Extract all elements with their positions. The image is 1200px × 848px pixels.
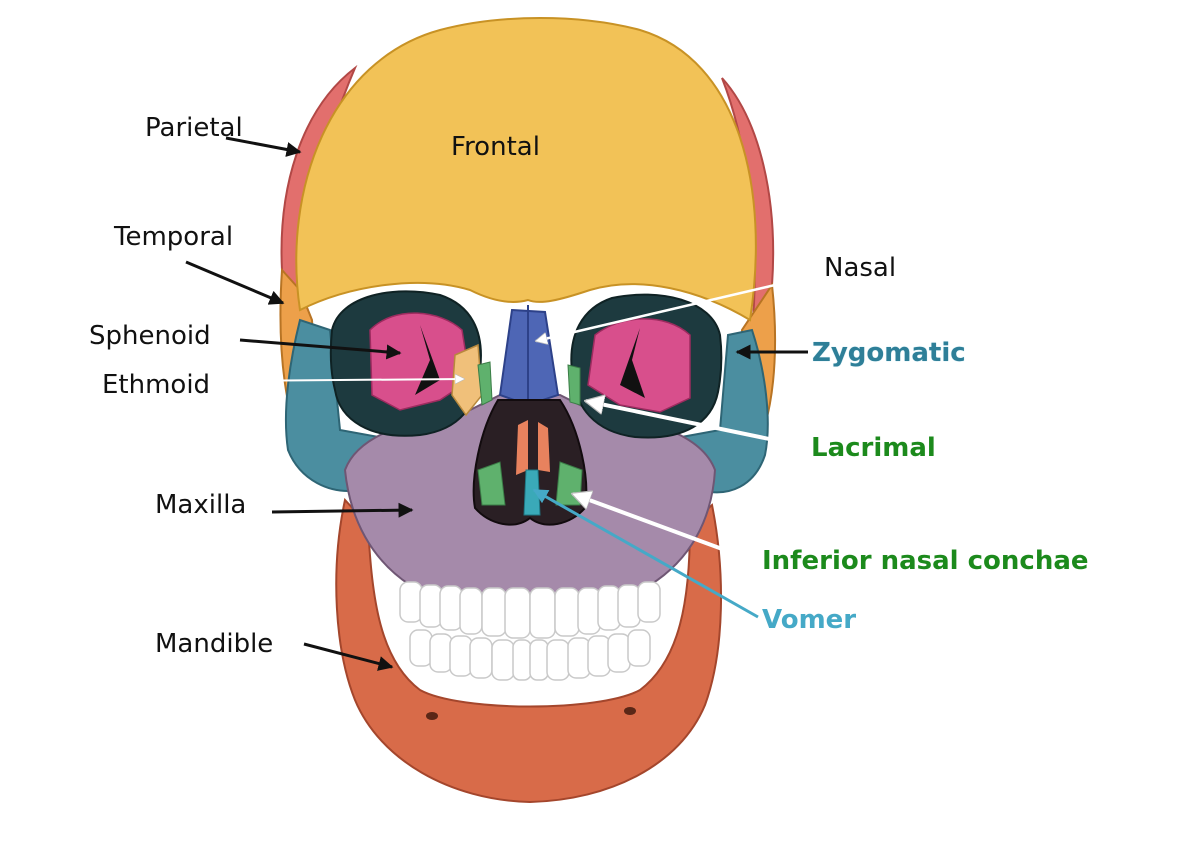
arrow-maxilla: [272, 510, 412, 512]
label-vomer: Vomer: [762, 607, 856, 633]
inferior-nasal-concha-left: [478, 462, 505, 505]
label-inferior-nasal-conchae: Inferior nasal conchae: [762, 548, 1089, 574]
lower-teeth: [410, 630, 650, 680]
label-zygomatic: Zygomatic: [812, 340, 966, 366]
mental-foramen-right: [624, 707, 636, 715]
label-lacrimal: Lacrimal: [811, 435, 936, 461]
label-maxilla: Maxilla: [155, 492, 246, 518]
frontal-bone: [296, 18, 756, 320]
label-sphenoid: Sphenoid: [89, 323, 211, 349]
label-frontal: Frontal: [451, 134, 540, 160]
lacrimal-bone-right: [568, 365, 580, 405]
mental-foramen-left: [426, 712, 438, 720]
label-parietal: Parietal: [145, 115, 243, 141]
label-temporal: Temporal: [114, 224, 233, 250]
label-ethmoid: Ethmoid: [102, 372, 210, 398]
label-nasal: Nasal: [824, 255, 896, 281]
arrow-temporal: [186, 262, 283, 303]
inferior-nasal-concha-right: [556, 462, 582, 505]
label-mandible: Mandible: [155, 631, 273, 657]
